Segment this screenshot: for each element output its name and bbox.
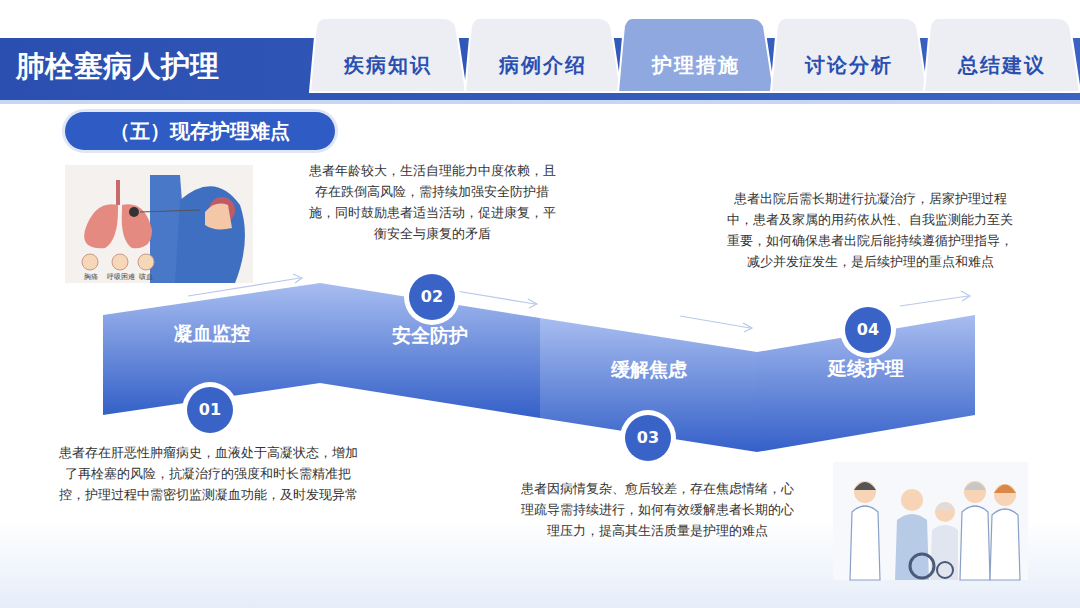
node-label: 疾病知识 (310, 52, 466, 79)
icon-caption: 呼吸困难 (103, 272, 139, 282)
description-text: 患者出院后需长期进行抗凝治疗，居家护理过程中，患者及家属的用药依从性、自我监测能… (722, 188, 1018, 272)
nav-tab: 总结建议 (924, 18, 1080, 92)
step-number-circle: 04 (843, 305, 893, 355)
lung-illustration (65, 165, 253, 283)
callout-number: 02 (407, 287, 457, 307)
medical-team-illustration (833, 462, 1028, 580)
icon-caption: 胸痛 (74, 272, 108, 282)
callout-number: 03 (623, 428, 673, 448)
step-number-circle: 03 (623, 413, 673, 463)
nav-tab: 疾病知识 (310, 18, 466, 92)
nav-tab: 护理措施 (618, 18, 774, 92)
node-label: 总结建议 (924, 52, 1080, 79)
node-label: 护理措施 (618, 52, 774, 79)
nav-tab: 讨论分析 (771, 18, 927, 92)
node-label: 凝血监控 (103, 321, 320, 347)
node-label: 缓解焦虑 (540, 357, 757, 383)
node-label: （五）现存护理难点 (65, 118, 335, 145)
section-header-pill: （五）现存护理难点 (65, 112, 335, 150)
header-underline (0, 100, 1080, 104)
description-text: 患者因病情复杂、愈后较差，存在焦虑情绪，心理疏导需持续进行，如何有效缓解患者长期… (520, 478, 794, 541)
nav-tab: 病例介绍 (465, 18, 621, 92)
slide-title: 肺栓塞病人护理 (16, 47, 219, 87)
callout-number: 04 (843, 320, 893, 340)
description-text: 患者年龄较大，生活自理能力中度依赖，且存在跌倒高风险，需持续加强安全防护措施，同… (303, 160, 561, 244)
callout-number: 01 (185, 400, 235, 420)
node-label: 安全防护 (320, 323, 540, 349)
node-label: 延续护理 (757, 356, 975, 382)
node-label: 病例介绍 (465, 52, 621, 79)
description-text: 患者存在肝恶性肿瘤病史，血液处于高凝状态，增加了再栓塞的风险，抗凝治疗的强度和时… (58, 442, 358, 505)
step-number-circle: 01 (185, 385, 235, 435)
step-number-circle: 02 (407, 272, 457, 322)
node-label: 讨论分析 (771, 52, 927, 79)
icon-caption: 咳血 (131, 272, 161, 282)
